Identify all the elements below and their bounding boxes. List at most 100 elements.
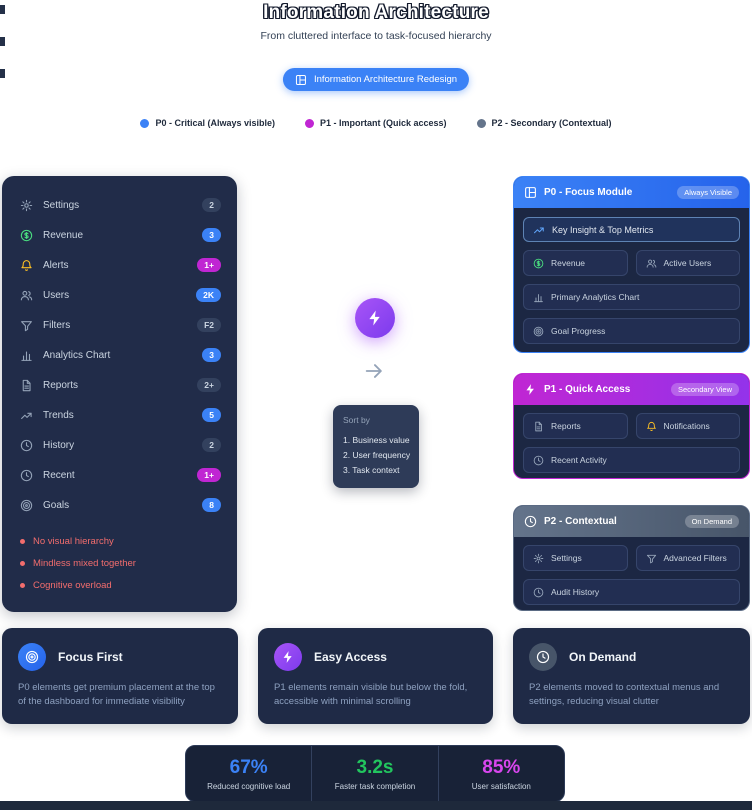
- target-icon: [18, 643, 46, 671]
- legend-label: P2 - Secondary (Contextual): [491, 118, 612, 128]
- list-item-revenue[interactable]: Revenue 3: [20, 220, 221, 250]
- stat-label: Faster task completion: [334, 781, 416, 791]
- count-badge: 2+: [197, 378, 221, 392]
- list-item-filters[interactable]: Filters F2: [20, 310, 221, 340]
- count-badge: F2: [197, 318, 221, 332]
- legend-item-p1: P1 - Important (Quick access): [304, 118, 447, 128]
- list-item-label: Recent: [43, 469, 75, 481]
- problem-text: No visual hierarchy: [33, 535, 114, 547]
- users-icon: [646, 258, 657, 269]
- list-item-users[interactable]: Users 2K: [20, 280, 221, 310]
- bell-icon: [20, 259, 33, 272]
- list-item-settings[interactable]: Settings 2: [20, 190, 221, 220]
- module-p0-body: Key Insight & Top Metrics Revenue Active…: [514, 208, 749, 352]
- principle-card-on-demand: On Demand P2 elements moved to contextua…: [513, 628, 750, 724]
- bar-chart-icon: [533, 292, 544, 303]
- list-item-trends[interactable]: Trends 5: [20, 400, 221, 430]
- key-insight-label: Key Insight & Top Metrics: [552, 224, 654, 235]
- transform-circle: [355, 298, 395, 338]
- stat-value: 3.2s: [356, 756, 394, 778]
- left-edge-mark: [0, 5, 5, 14]
- list-item-label: Users: [43, 289, 70, 301]
- module-item-audit-history[interactable]: Audit History: [523, 579, 740, 605]
- sort-criterion: 3. Task context: [343, 465, 400, 475]
- target-icon: [533, 326, 544, 337]
- users-icon: [20, 289, 33, 302]
- stat-value: 67%: [229, 756, 268, 778]
- module-item-notifications[interactable]: Notifications: [635, 413, 740, 439]
- file-icon: [533, 421, 544, 432]
- module-item-recent-activity[interactable]: Recent Activity: [523, 447, 740, 473]
- module-item-settings[interactable]: Settings: [523, 545, 628, 571]
- redesign-pill-button[interactable]: Information Architecture Redesign: [282, 68, 470, 91]
- sort-criterion: 2. User frequency: [343, 450, 411, 460]
- legend-item-p0: P0 - Critical (Always visible): [140, 118, 275, 128]
- redesign-pill-label: Information Architecture Redesign: [313, 74, 458, 85]
- problem-item: Cognitive overload: [20, 574, 221, 596]
- module-item-advanced-filters[interactable]: Advanced Filters: [635, 545, 740, 571]
- module-item-active-users[interactable]: Active Users: [635, 250, 740, 276]
- count-badge: 1+: [197, 258, 221, 272]
- problem-item: Mindless mixed together: [20, 552, 221, 574]
- list-item-analytics-chart[interactable]: Analytics Chart 3: [20, 340, 221, 370]
- legend-item-p2: P2 - Secondary (Contextual): [476, 118, 612, 128]
- sort-by-title: Sort by: [343, 415, 370, 425]
- stat-cognitive-load: 67% Reduced cognitive load: [186, 746, 311, 801]
- count-badge: 2: [202, 198, 221, 212]
- list-item-label: Goals: [43, 499, 70, 511]
- clock-icon: [20, 469, 33, 482]
- principle-description: P1 elements remain visible but below the…: [274, 682, 468, 707]
- module-title: P0 - Focus Module: [544, 187, 633, 198]
- list-item-recent[interactable]: Recent 1+: [20, 460, 221, 490]
- bar-chart-icon: [20, 349, 33, 362]
- count-badge: 3: [202, 348, 221, 362]
- list-item-label: Settings: [43, 199, 80, 211]
- status-badge: Always Visible: [677, 186, 739, 199]
- list-item-history[interactable]: History 2: [20, 430, 221, 460]
- module-p0-header: P0 - Focus Module Always Visible: [514, 177, 749, 208]
- module-p2-body: Settings Advanced Filters Audit History: [514, 537, 749, 610]
- module-item-reports[interactable]: Reports: [523, 413, 628, 439]
- status-badge: Secondary View: [670, 383, 739, 396]
- stat-label: User satisfaction: [471, 781, 531, 791]
- module-item-label: Primary Analytics Chart: [551, 292, 640, 302]
- zap-icon: [274, 643, 302, 671]
- module-item-label: Goal Progress: [551, 326, 606, 336]
- principle-title: Focus First: [58, 650, 123, 664]
- p2-dot-icon: [476, 118, 486, 128]
- principle-card-easy-access: Easy Access P1 elements remain visible b…: [258, 628, 493, 724]
- count-badge: 3: [202, 228, 221, 242]
- module-item-label: Reports: [551, 421, 581, 431]
- left-edge-mark: [0, 69, 5, 78]
- stat-user-satisfaction: 85% User satisfaction: [437, 746, 564, 801]
- stat-label: Reduced cognitive load: [207, 781, 291, 791]
- arrow-right-icon: [363, 360, 385, 382]
- module-item-primary-chart[interactable]: Primary Analytics Chart: [523, 284, 740, 310]
- module-title: P2 - Contextual: [544, 516, 617, 527]
- cluttered-panel: Settings 2 Revenue 3 Alerts 1+ Users 2K …: [2, 176, 237, 612]
- list-item-reports[interactable]: Reports 2+: [20, 370, 221, 400]
- list-item-goals[interactable]: Goals 8: [20, 490, 221, 520]
- list-item-alerts[interactable]: Alerts 1+: [20, 250, 221, 280]
- principle-card-focus-first: Focus First P0 elements get premium plac…: [2, 628, 238, 724]
- gear-icon: [20, 199, 33, 212]
- clock-icon: [524, 515, 537, 528]
- list-item-label: Filters: [43, 319, 71, 331]
- clock-icon: [533, 587, 544, 598]
- module-item-goal-progress[interactable]: Goal Progress: [523, 318, 740, 344]
- module-item-label: Recent Activity: [551, 455, 607, 465]
- page-subtitle: From cluttered interface to task-focused…: [260, 30, 492, 42]
- module-p2-contextual: P2 - Contextual On Demand Settings Advan…: [513, 505, 750, 611]
- key-insight-box[interactable]: Key Insight & Top Metrics: [523, 217, 740, 242]
- results-stats-bar: 67% Reduced cognitive load 3.2s Faster t…: [185, 745, 565, 802]
- module-p2-header: P2 - Contextual On Demand: [514, 506, 749, 537]
- status-badge: On Demand: [684, 515, 739, 528]
- trending-up-icon: [20, 409, 33, 422]
- count-badge: 2K: [196, 288, 221, 302]
- target-icon: [20, 499, 33, 512]
- sort-criterion: 1. Business value: [343, 435, 410, 445]
- module-item-revenue[interactable]: Revenue: [523, 250, 628, 276]
- problem-item: No visual hierarchy: [20, 530, 221, 552]
- clock-icon: [533, 455, 544, 466]
- legend-label: P1 - Important (Quick access): [319, 118, 447, 128]
